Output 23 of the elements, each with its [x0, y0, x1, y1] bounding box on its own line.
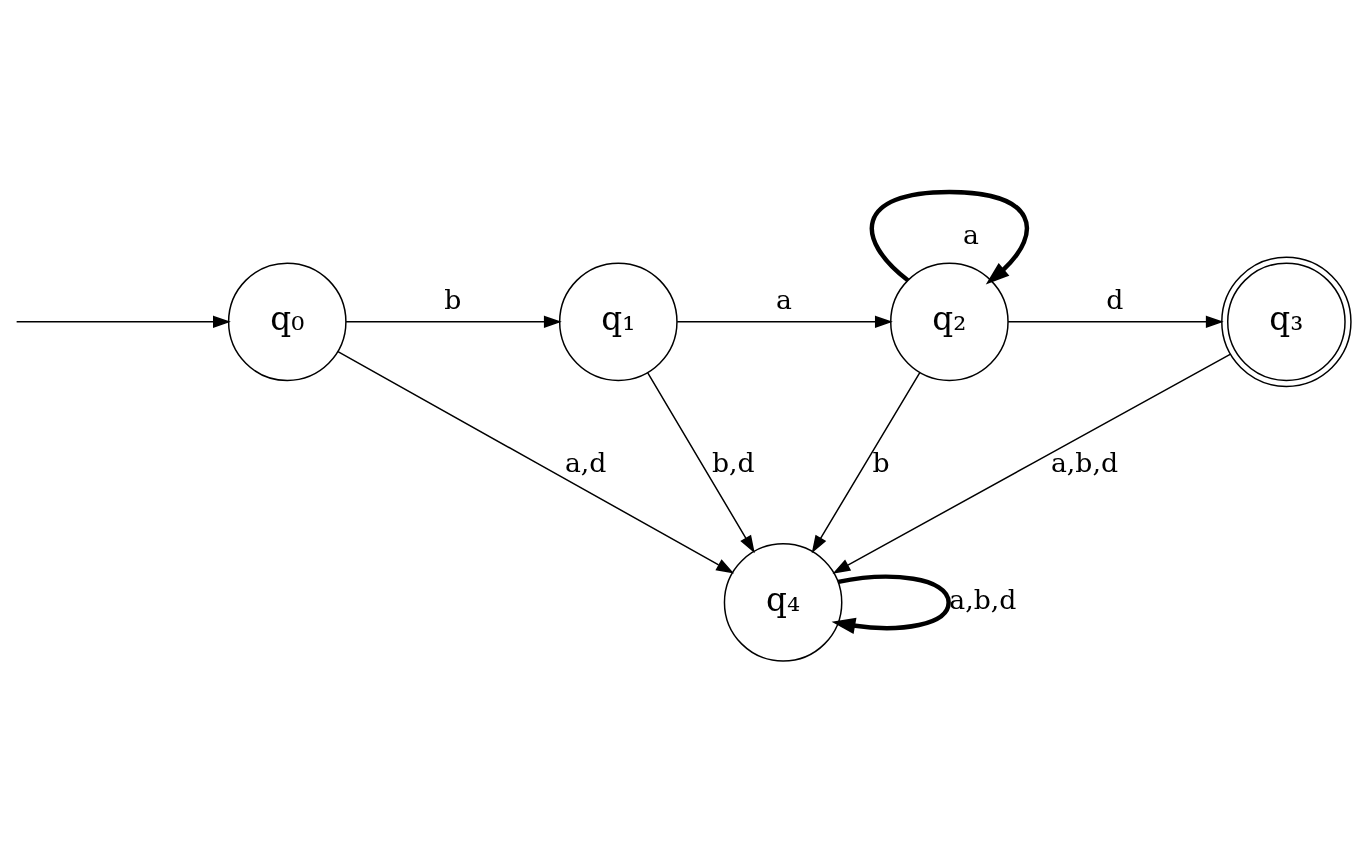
arrow: [337, 350, 734, 573]
arrow: [345, 315, 562, 328]
arrow: [676, 315, 893, 328]
arrow: [811, 371, 921, 553]
arrow: [1007, 315, 1224, 328]
arrow: [647, 371, 755, 553]
edge-label: b: [872, 446, 890, 478]
edge-label: d: [1106, 283, 1124, 315]
edge-label: a,b,d: [949, 583, 1017, 615]
edge-label: a,b,d: [1050, 446, 1119, 478]
edge-label: a,d: [564, 446, 607, 478]
edge-label: a: [775, 283, 792, 315]
node-circle: q₁: [558, 261, 678, 381]
arrow: [832, 353, 1231, 574]
edge-label: b,d: [712, 446, 755, 478]
node-circle: q₀: [227, 261, 347, 381]
node-circle: q₃: [1221, 256, 1352, 387]
arrow: [831, 574, 951, 634]
node-circle: q₄: [723, 542, 843, 662]
arrow: [869, 189, 1029, 285]
edge-label: a: [962, 218, 979, 250]
edge-label: b: [444, 283, 462, 315]
arrow: [15, 315, 231, 328]
